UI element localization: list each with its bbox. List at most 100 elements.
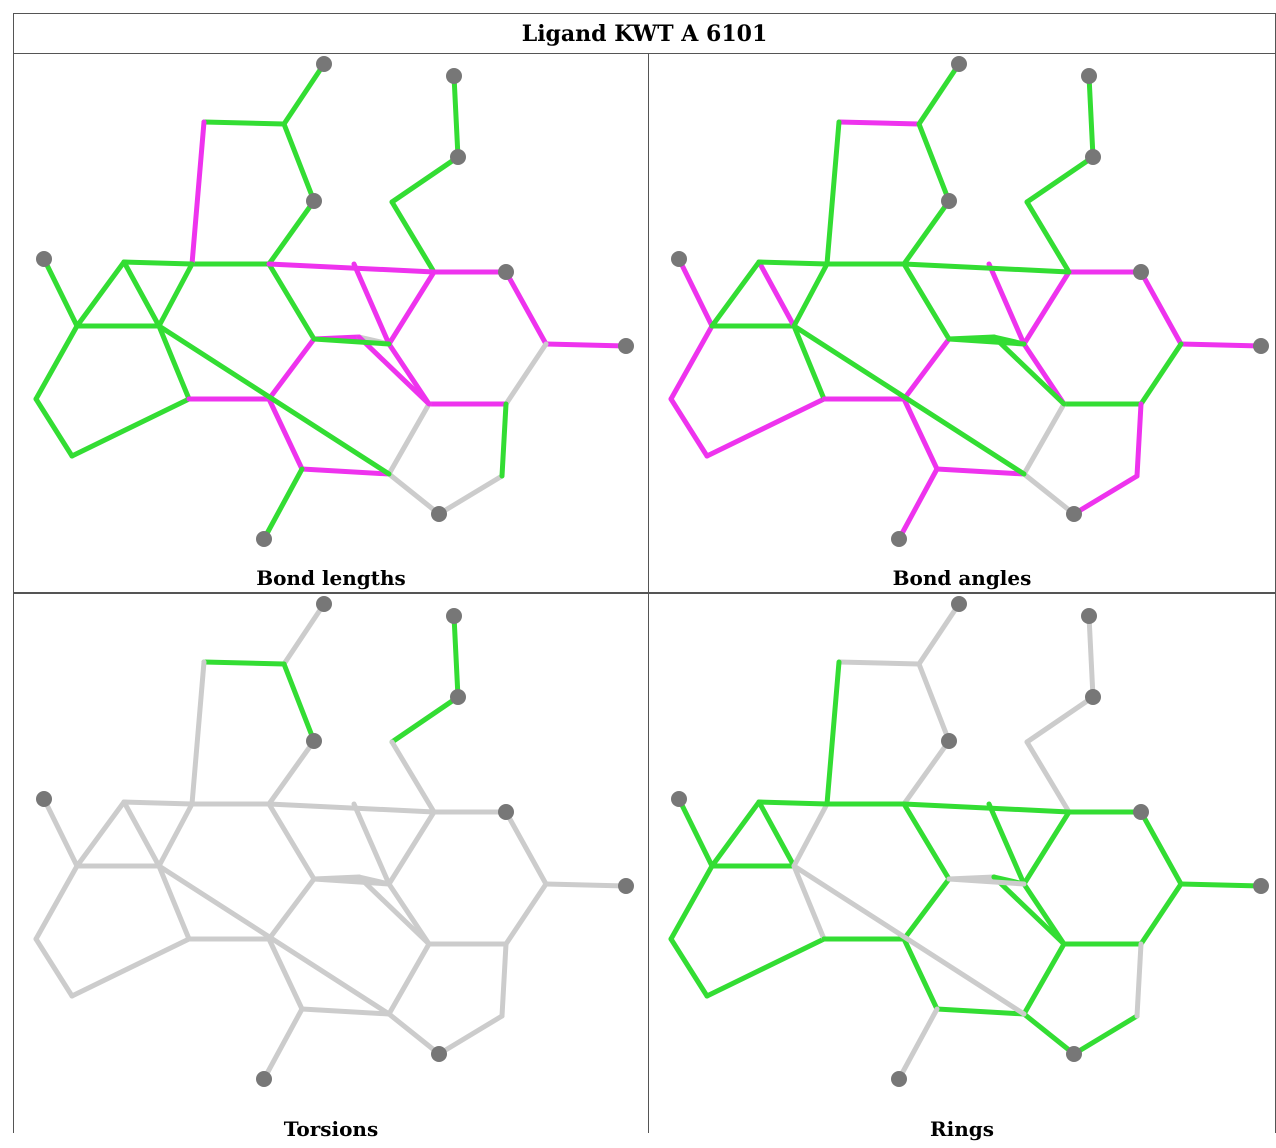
bond-bf xyxy=(756,799,830,807)
bond-ag xyxy=(156,801,195,869)
bond-at xyxy=(1138,341,1184,407)
bond-bh xyxy=(74,259,127,329)
bond-hi xyxy=(451,73,461,160)
atom-AC xyxy=(1066,506,1082,522)
bond-bi xyxy=(266,261,437,275)
bond-ar xyxy=(503,269,549,347)
bond-ad xyxy=(69,936,192,999)
bond-bh xyxy=(709,259,762,329)
bond-gh xyxy=(266,738,317,807)
bond-ay xyxy=(261,466,305,542)
bond-at xyxy=(503,341,549,407)
bond-az xyxy=(1021,401,1067,477)
bond-cd xyxy=(201,659,287,667)
bond-cd xyxy=(201,119,287,127)
bond-bf xyxy=(121,259,195,267)
bond-bd xyxy=(1134,401,1144,479)
bond-dg xyxy=(281,121,317,204)
bond-af xyxy=(756,799,797,869)
atom-AC xyxy=(431,506,447,522)
atom-X xyxy=(618,338,634,354)
atom-K xyxy=(1133,264,1149,280)
atom-AC xyxy=(431,1046,447,1062)
bond-af xyxy=(756,259,797,329)
atom-A xyxy=(951,56,967,72)
panel-torsions: Torsions xyxy=(13,593,649,1141)
bond-al xyxy=(266,336,317,402)
bond-cd xyxy=(836,659,922,667)
bond-bg xyxy=(356,874,432,947)
bond-ac xyxy=(33,936,75,999)
bond-ag xyxy=(791,801,830,869)
bond-aa xyxy=(41,796,80,869)
bond-aa xyxy=(41,256,80,329)
atom-X xyxy=(618,878,634,894)
bond-az xyxy=(386,941,432,1017)
atom-A xyxy=(316,56,332,72)
bond-bg xyxy=(991,334,1067,407)
bond-as xyxy=(543,881,629,889)
bond-ax xyxy=(934,1006,1027,1017)
bond-ak xyxy=(901,801,952,882)
atom-L xyxy=(36,251,52,267)
bond-ay xyxy=(896,1006,940,1082)
atom-D xyxy=(941,733,957,749)
bond-ab xyxy=(668,323,715,402)
panel-rings: Rings xyxy=(648,593,1276,1141)
bond-ax xyxy=(299,466,392,477)
atom-X xyxy=(1253,878,1269,894)
bond-bl xyxy=(791,323,1027,477)
atom-G xyxy=(446,608,462,624)
figure-title: Ligand KWT A 6101 xyxy=(13,13,1276,53)
bond-ap xyxy=(1021,269,1072,347)
bond-bg xyxy=(356,334,432,407)
bond-km xyxy=(389,739,437,815)
bond-hi xyxy=(1086,73,1096,160)
bond-ao xyxy=(351,261,392,347)
bond-be xyxy=(824,119,842,267)
bond-ay xyxy=(896,466,940,542)
bond-ap xyxy=(1021,809,1072,887)
panel-bond-lengths: Bond lengths xyxy=(13,53,649,593)
bond-be xyxy=(189,119,207,267)
bond-al xyxy=(901,876,952,942)
molecule-bond-lengths xyxy=(33,56,634,547)
bond-ak xyxy=(266,801,317,882)
bond-be xyxy=(824,659,842,807)
bond-km xyxy=(1024,739,1072,815)
bond-ax xyxy=(299,1006,392,1017)
bond-gh xyxy=(266,198,317,267)
bond-ah xyxy=(156,323,192,402)
bond-au xyxy=(1021,881,1067,947)
bond-ar xyxy=(503,809,549,887)
atom-G xyxy=(1081,608,1097,624)
bond-at xyxy=(503,881,549,947)
bond-bi xyxy=(266,801,437,815)
bond-aw xyxy=(901,396,940,472)
bond-ak xyxy=(266,261,317,342)
bond-ap xyxy=(386,269,437,347)
panel-caption: Torsions xyxy=(283,1117,379,1141)
atom-D xyxy=(306,733,322,749)
bond-bc xyxy=(281,61,327,127)
bond-ik xyxy=(389,694,461,745)
bond-gh xyxy=(901,198,952,267)
bond-bj xyxy=(311,876,392,887)
bond-dg xyxy=(916,661,952,744)
bond-at xyxy=(1138,881,1184,947)
bond-bb xyxy=(436,1013,505,1057)
bond-au xyxy=(1021,341,1067,407)
bond-bi xyxy=(901,801,1072,815)
bond-al xyxy=(901,336,952,402)
panel-caption: Bond lengths xyxy=(256,566,406,590)
atom-L xyxy=(671,251,687,267)
molecule-torsions xyxy=(33,596,634,1087)
bond-ad xyxy=(704,936,827,999)
bond-km xyxy=(1024,199,1072,275)
bond-ar xyxy=(1138,269,1184,347)
bond-ap xyxy=(386,809,437,887)
atom-L xyxy=(671,791,687,807)
bond-be xyxy=(189,659,207,807)
bond-ar xyxy=(1138,809,1184,887)
atom-H xyxy=(450,689,466,705)
